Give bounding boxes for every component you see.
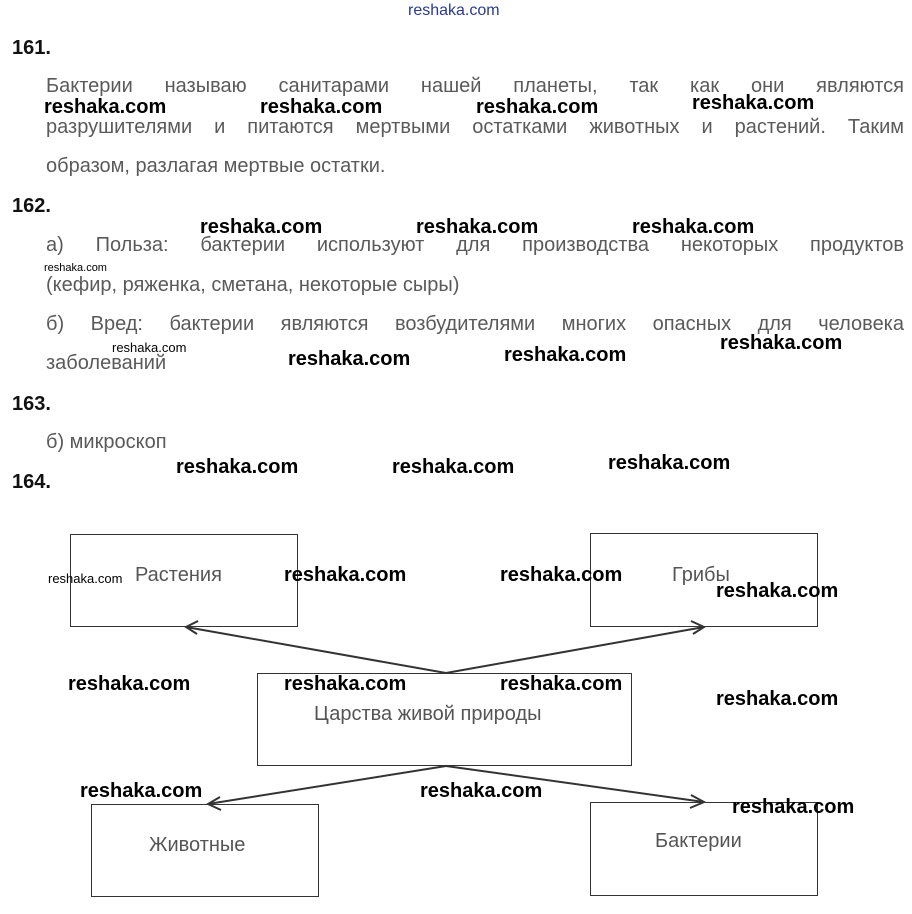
watermark: reshaka.com — [500, 673, 623, 695]
box-animals — [91, 804, 319, 897]
task-161-line-3: образом, разлагая мертвые остатки. — [46, 155, 386, 177]
task-number-162: 162. — [12, 195, 51, 217]
watermark: reshaka.com — [504, 344, 627, 366]
watermark: reshaka.com — [392, 456, 515, 478]
box-bacteria — [590, 802, 818, 896]
arrow-to-plants — [185, 626, 447, 674]
task-163-line-1: б) микроскоп — [46, 431, 167, 453]
arrowhead-fungi — [690, 620, 707, 635]
task-number-161: 161. — [12, 37, 51, 59]
task-number-163: 163. — [12, 393, 51, 415]
watermark-small: reshaka.com — [112, 340, 187, 355]
task-162-line-4: заболеваний — [46, 352, 167, 374]
watermark: reshaka.com — [284, 673, 407, 695]
watermark: reshaka.com — [716, 688, 839, 710]
box-plants — [70, 534, 298, 627]
watermark: reshaka.com — [716, 580, 839, 602]
watermark: reshaka.com — [80, 780, 203, 802]
watermark: reshaka.com — [284, 564, 407, 586]
label-fungi: Грибы — [672, 564, 730, 586]
watermark: reshaka.com — [288, 348, 411, 370]
box-kingdoms — [257, 673, 632, 766]
watermark: reshaka.com — [500, 564, 623, 586]
watermark-small: reshaka.com — [44, 262, 107, 274]
task-161-line-2: разрушителями и питаются мертвыми остатк… — [46, 116, 904, 138]
watermark: reshaka.com — [692, 92, 815, 114]
watermark: reshaka.com — [44, 96, 167, 118]
task-number-164: 164. — [12, 471, 51, 493]
task-162-line-1: а) Польза: бактерии используют для произ… — [46, 234, 904, 256]
watermark: reshaka.com — [416, 216, 539, 238]
watermark: reshaka.com — [420, 780, 543, 802]
task-161-line-1: Бактерии называю санитарами нашей планет… — [46, 75, 904, 97]
task-162-line-2: (кефир, ряженка, сметана, некоторые сыры… — [46, 274, 460, 296]
arrow-to-bacteria — [445, 765, 705, 803]
watermark: reshaka.com — [608, 452, 731, 474]
watermark: reshaka.com — [176, 456, 299, 478]
box-fungi — [590, 533, 818, 627]
watermark: reshaka.com — [732, 796, 855, 818]
label-bacteria: Бактерии — [655, 830, 742, 852]
task-162-line-3: б) Вред: бактерии являются возбудителями… — [46, 313, 904, 335]
watermark: reshaka.com — [720, 332, 843, 354]
watermark: reshaka.com — [476, 96, 599, 118]
watermark: reshaka.com — [200, 216, 323, 238]
watermark: reshaka.com — [68, 673, 191, 695]
label-animals: Животные — [149, 834, 246, 856]
site-header: reshaka.com — [408, 2, 500, 19]
watermark-small: reshaka.com — [48, 571, 123, 586]
label-plants: Растения — [135, 564, 222, 586]
watermark: reshaka.com — [260, 96, 383, 118]
arrowhead-plants — [183, 620, 199, 635]
watermark: reshaka.com — [632, 216, 755, 238]
arrow-to-animals — [207, 765, 447, 805]
label-kingdoms: Царства живой природы — [314, 703, 542, 725]
arrow-to-fungi — [445, 626, 705, 674]
